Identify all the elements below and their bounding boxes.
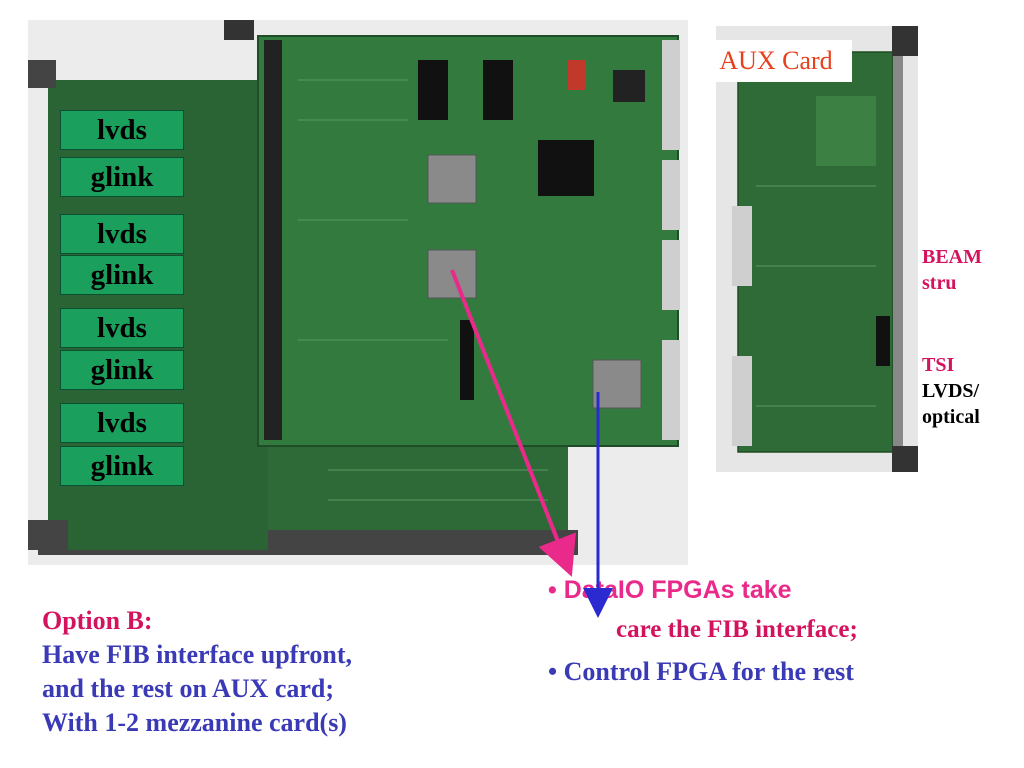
lvds-optical-label: LVDS/ (922, 380, 980, 402)
mezzanine-label-glink-3: glink (60, 350, 184, 390)
stru-label: stru (922, 272, 957, 294)
option-line-3: With 1-2 mezzanine card(s) (42, 708, 347, 737)
mezzanine-label-lvds-1: lvds (60, 110, 184, 150)
option-title: Option B: (42, 606, 153, 635)
option-line-1: Have FIB interface upfront, (42, 640, 353, 669)
mezzanine-label-lvds-2: lvds (60, 214, 184, 254)
bullet-dataio-fpga: • DataIO FPGAs take (548, 576, 792, 604)
bullet-dataio-fpga-continued: care the FIB interface; (616, 616, 858, 643)
mezzanine-label-lvds-3: lvds (60, 308, 184, 348)
mezzanine-label-lvds-4: lvds (60, 403, 184, 443)
optical-label: optical (922, 406, 980, 428)
bullet-control-fpga: • Control FPGA for the rest (548, 657, 854, 686)
aux-card-title: AUX Card (700, 40, 852, 82)
mezzanine-label-glink-2: glink (60, 255, 184, 295)
beam-label: BEAM (922, 246, 982, 268)
option-line-2: and the rest on AUX card; (42, 674, 335, 703)
mezzanine-label-glink-4: glink (60, 446, 184, 486)
aux-board-photo (716, 26, 918, 472)
mezzanine-label-glink-1: glink (60, 157, 184, 197)
tsi-label: TSI (922, 354, 955, 376)
